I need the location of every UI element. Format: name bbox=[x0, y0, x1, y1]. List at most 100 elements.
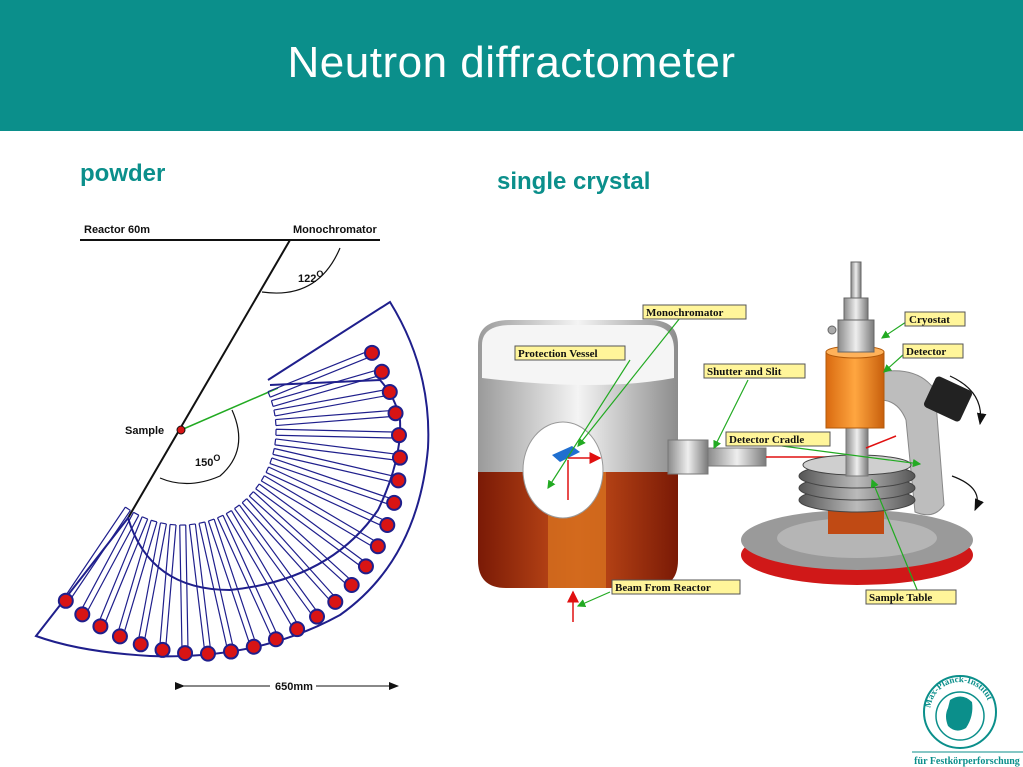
svg-text:Protection Vessel: Protection Vessel bbox=[518, 348, 598, 360]
detector-tube bbox=[81, 511, 140, 611]
detector-dot bbox=[379, 516, 396, 533]
label-sample-table: Sample Table bbox=[865, 589, 957, 605]
detector-dot bbox=[391, 449, 408, 466]
detector-tube bbox=[138, 522, 167, 640]
detector-dot bbox=[154, 641, 171, 658]
detector-tube bbox=[207, 518, 256, 643]
sample-stem bbox=[845, 423, 869, 477]
detector-tube bbox=[234, 504, 317, 614]
vessel-window bbox=[522, 421, 604, 519]
detector-tube bbox=[272, 447, 394, 483]
detector-tube bbox=[118, 519, 158, 632]
detector-dot bbox=[309, 608, 326, 625]
detector-tube bbox=[241, 498, 334, 600]
svg-text:Cryostat: Cryostat bbox=[909, 314, 950, 326]
detector-tube bbox=[159, 523, 177, 645]
detector-tube bbox=[198, 521, 234, 647]
detector-dot bbox=[357, 558, 374, 575]
angle-150-label: 150O bbox=[195, 453, 220, 469]
detector-tubes bbox=[57, 344, 408, 662]
detector-tube bbox=[274, 438, 395, 461]
shutter-tube bbox=[667, 439, 709, 475]
svg-text:Monochromator: Monochromator bbox=[646, 307, 724, 319]
detector-dot bbox=[177, 645, 194, 662]
detector-dot bbox=[267, 631, 284, 648]
label-detector-cradle: Detector Cradle bbox=[725, 431, 831, 447]
detector-dot bbox=[343, 576, 360, 593]
cryostat bbox=[825, 261, 885, 429]
sample-dot bbox=[176, 425, 186, 435]
detector-tube bbox=[66, 506, 131, 598]
angle-arc-150 bbox=[159, 409, 240, 485]
detector-dot bbox=[132, 636, 149, 653]
label-cryostat: Cryostat bbox=[904, 311, 966, 327]
logo-caption: für Festkörperforschung bbox=[914, 756, 1020, 767]
detector-dot bbox=[223, 643, 240, 660]
detector-dot bbox=[245, 638, 262, 655]
label-shutter-and-slit: Shutter and Slit bbox=[703, 363, 806, 379]
detector-dot bbox=[57, 592, 74, 609]
detector-tube bbox=[216, 514, 277, 636]
detector-tube bbox=[248, 491, 350, 584]
detector-cradle-disks bbox=[798, 454, 916, 513]
max-planck-logo: Max-Planck-Institut für Festkörperforsch… bbox=[912, 674, 1023, 767]
detector-tube bbox=[99, 516, 149, 623]
detector-dot bbox=[386, 494, 403, 511]
label-detector: Detector bbox=[902, 343, 964, 359]
label-monochromator: Monochromator bbox=[642, 304, 747, 320]
sample-label: Sample bbox=[125, 425, 164, 437]
detector-dot bbox=[373, 363, 390, 380]
detector-tube bbox=[225, 510, 298, 626]
reactor-label: Reactor 60m bbox=[84, 224, 150, 236]
title-bar: Neutron diffractometer bbox=[0, 0, 1023, 131]
detector-dot bbox=[363, 344, 380, 361]
page-title: Neutron diffractometer bbox=[287, 38, 736, 87]
powder-heading: powder bbox=[80, 160, 166, 187]
detector-dot bbox=[390, 427, 407, 444]
detector-tube bbox=[188, 523, 211, 649]
detector-tube bbox=[179, 524, 189, 648]
detector-tube bbox=[273, 389, 385, 417]
detector-dot bbox=[390, 472, 407, 489]
detector-dot bbox=[289, 621, 306, 638]
single-crystal-diagram: Monochromator Protection Vessel Shutter … bbox=[478, 261, 987, 622]
detector-dot bbox=[327, 593, 344, 610]
svg-text:Shutter and Slit: Shutter and Slit bbox=[707, 366, 782, 378]
detector-dot bbox=[199, 645, 216, 662]
detector-tube bbox=[274, 410, 390, 427]
angle-122-label: 122O bbox=[298, 269, 323, 285]
detector-dot bbox=[387, 405, 404, 422]
detector-tube bbox=[267, 351, 368, 398]
label-protection-vessel: Protection Vessel bbox=[514, 345, 626, 361]
svg-text:Sample Table: Sample Table bbox=[869, 592, 932, 604]
powder-diagram: Reactor 60m Monochromator 122O 150O Samp… bbox=[34, 224, 430, 693]
detector-tube bbox=[270, 370, 378, 408]
single-crystal-heading: single crystal bbox=[497, 168, 651, 195]
scattered-beam bbox=[180, 387, 279, 431]
label-beam-from-reactor: Beam From Reactor bbox=[611, 579, 741, 595]
detector-tube bbox=[265, 466, 384, 526]
protection-vessel bbox=[478, 320, 678, 588]
detector-dot bbox=[381, 383, 398, 400]
svg-text:Detector Cradle: Detector Cradle bbox=[729, 434, 804, 446]
monochromator-label: Monochromator bbox=[293, 224, 377, 236]
detector-housing bbox=[34, 300, 430, 658]
detector-tube bbox=[260, 475, 375, 547]
svg-text:Beam From Reactor: Beam From Reactor bbox=[615, 582, 711, 594]
detector-tube bbox=[269, 457, 390, 505]
diffracted-beam bbox=[865, 435, 897, 449]
svg-text:Detector: Detector bbox=[906, 346, 946, 358]
incident-beam-line bbox=[127, 239, 291, 519]
detector-head bbox=[924, 376, 972, 422]
width-label: 650mm bbox=[275, 681, 313, 693]
detector-dot bbox=[111, 628, 128, 645]
detector-dot bbox=[369, 538, 386, 555]
slit-tube bbox=[707, 447, 767, 467]
detector-dot bbox=[74, 606, 91, 623]
detector-dot bbox=[92, 618, 109, 635]
detector-tube bbox=[255, 483, 364, 566]
minerva-emblem bbox=[946, 696, 973, 731]
detector-tube bbox=[275, 428, 394, 439]
angle-arc-122 bbox=[261, 247, 341, 294]
